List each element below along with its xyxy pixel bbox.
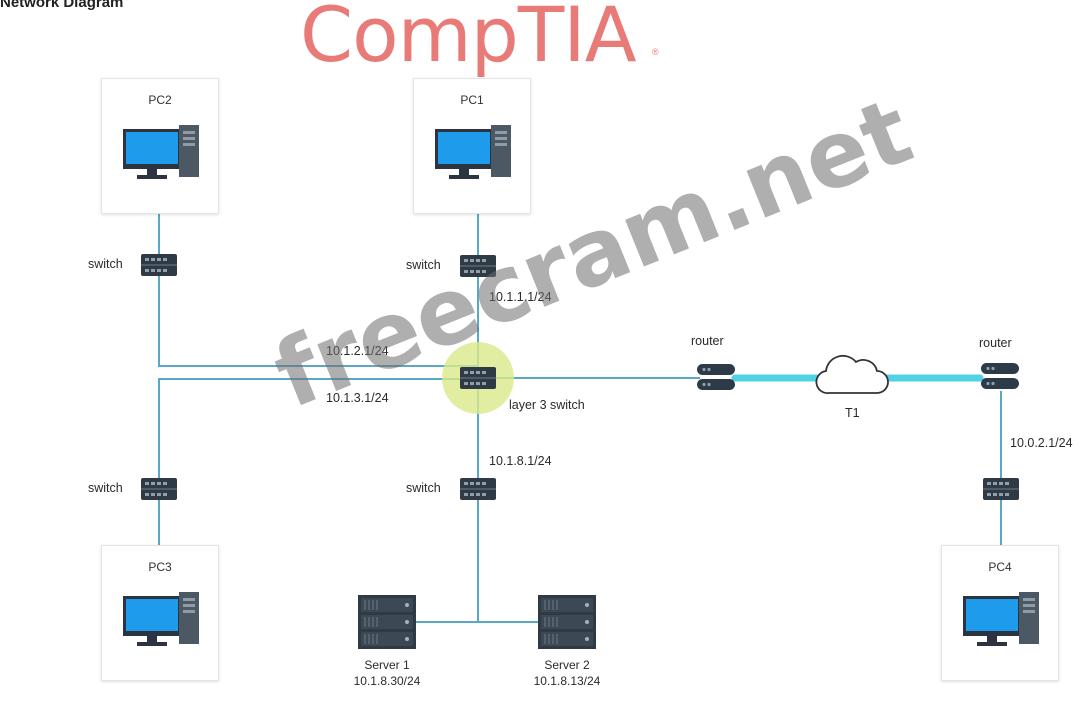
switch-icon[interactable] <box>459 477 497 501</box>
pc3-label: PC3 <box>148 560 172 574</box>
layer3-switch-icon[interactable] <box>459 366 497 390</box>
ip-label-pc4: 10.0.2.1/24 <box>1010 436 1073 450</box>
pc2-card[interactable]: PC2 <box>101 78 219 214</box>
router-label: router <box>691 334 724 348</box>
switch-icon[interactable] <box>140 253 178 277</box>
pc2-label: PC2 <box>148 93 172 107</box>
ip-label-pc3: 10.1.3.1/24 <box>326 391 389 405</box>
page-title: Network Diagram <box>0 0 124 11</box>
server1-name: Server 1 <box>364 658 410 672</box>
computer-icon <box>123 592 199 646</box>
server-icon[interactable] <box>537 594 597 650</box>
switch-label: switch <box>406 258 441 272</box>
logo-registered-mark: ® <box>652 47 659 57</box>
computer-icon <box>963 592 1039 646</box>
pc4-label: PC4 <box>988 560 1012 574</box>
pc4-card[interactable]: PC4 <box>941 545 1059 681</box>
router-icon[interactable] <box>981 363 1019 389</box>
t1-label: T1 <box>845 406 860 420</box>
layer3-switch-label: layer 3 switch <box>509 398 585 412</box>
ip-label-pc2: 10.1.2.1/24 <box>326 344 389 358</box>
computer-icon <box>123 125 199 179</box>
server2-name: Server 2 <box>544 658 590 672</box>
server1-ip: 10.1.8.30/24 <box>353 674 421 688</box>
comptia-logo: CompTIA <box>300 0 637 79</box>
switch-label: switch <box>406 481 441 495</box>
server2-ip: 10.1.8.13/24 <box>533 674 601 688</box>
router-label: router <box>979 336 1012 350</box>
ip-label-pc1: 10.1.1.1/24 <box>489 290 552 304</box>
pc1-label: PC1 <box>460 93 484 107</box>
router-icon[interactable] <box>697 364 735 390</box>
ip-label-servers: 10.1.8.1/24 <box>489 454 552 468</box>
server-icon[interactable] <box>357 594 417 650</box>
switch-icon[interactable] <box>140 477 178 501</box>
pc3-card[interactable]: PC3 <box>101 545 219 681</box>
pc1-card[interactable]: PC1 <box>413 78 531 214</box>
cloud-icon[interactable] <box>815 355 889 394</box>
switch-icon[interactable] <box>982 477 1020 501</box>
switch-label: switch <box>88 257 123 271</box>
computer-icon <box>435 125 511 179</box>
switch-label: switch <box>88 481 123 495</box>
